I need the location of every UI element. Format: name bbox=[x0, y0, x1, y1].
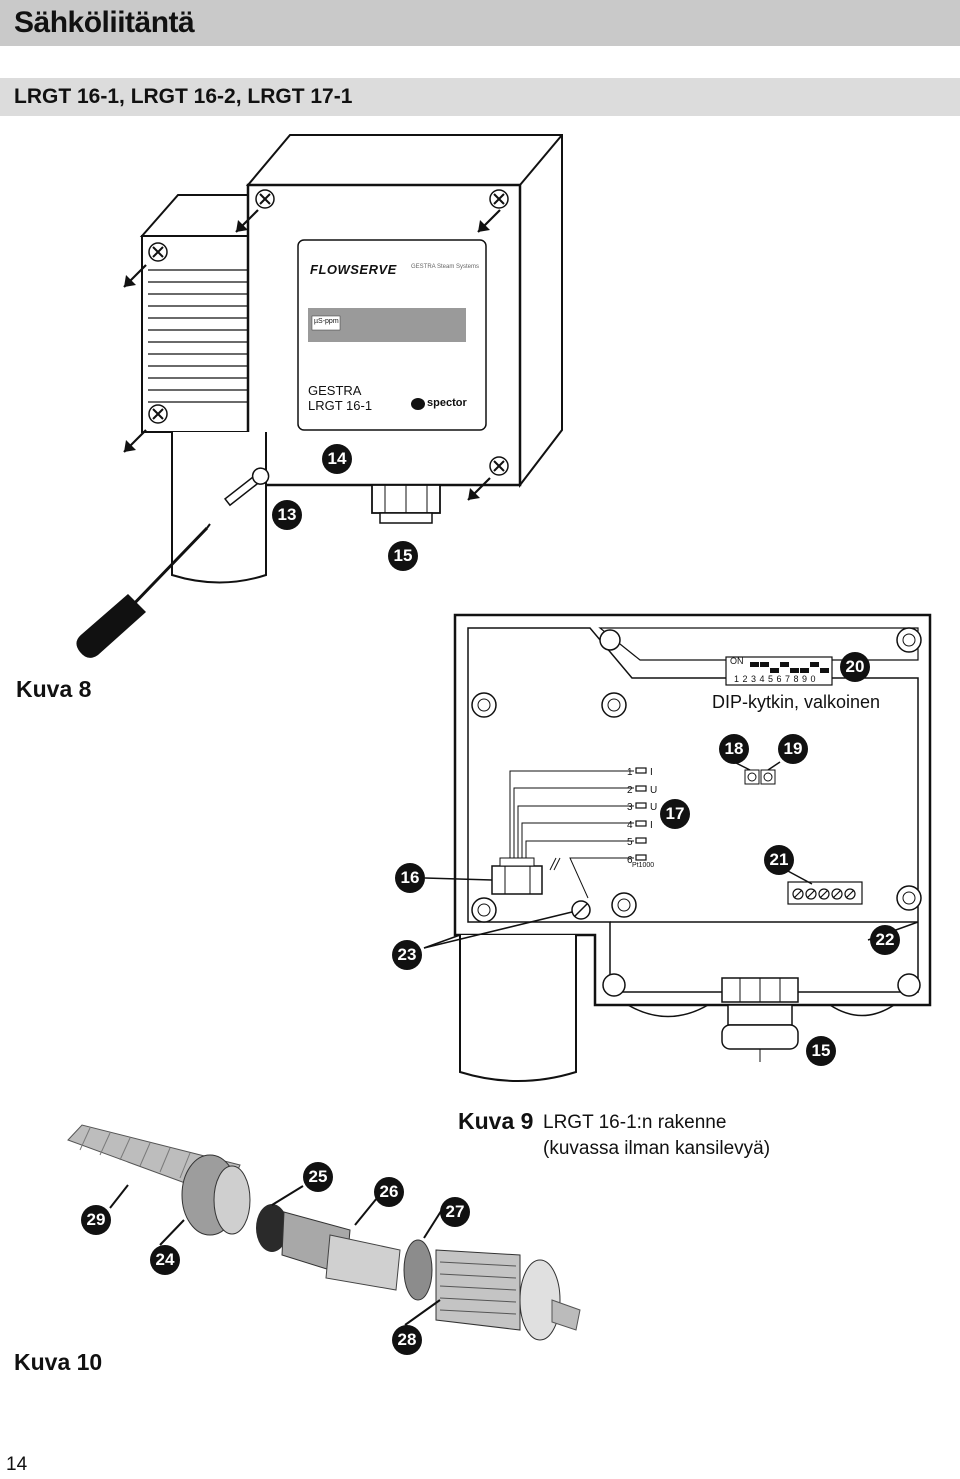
model-name: LRGT 16-1 bbox=[308, 398, 373, 413]
terminal-4: 4 bbox=[627, 819, 633, 831]
callout-15b: 15 bbox=[806, 1036, 836, 1066]
callout-15: 15 bbox=[388, 541, 418, 571]
terminal-letter-3: U bbox=[650, 802, 658, 813]
callout-16: 16 bbox=[395, 863, 425, 893]
terminal-2: 2 bbox=[627, 784, 633, 796]
section-title: LRGT 16-1, LRGT 16-2, LRGT 17-1 bbox=[14, 85, 353, 108]
terminal-letter-2: U bbox=[650, 784, 658, 796]
spector-logo: spector bbox=[427, 397, 467, 409]
figure8-caption: Kuva 8 bbox=[16, 676, 92, 702]
terminal-6: 6 bbox=[627, 854, 633, 866]
callout-18: 18 bbox=[719, 734, 749, 764]
figure9-terminal-box bbox=[423, 613, 932, 1082]
terminal-1: 1 bbox=[627, 767, 633, 778]
figure10-cable-gland bbox=[67, 1124, 581, 1341]
figure10-caption: Kuva 10 bbox=[14, 1349, 103, 1375]
figure9-caption-line1: LRGT 16-1:n rakenne bbox=[543, 1112, 727, 1133]
page-header-bar: Sähköliitäntä bbox=[0, 0, 960, 46]
flowserve-logo: FLOWSERVE bbox=[310, 262, 397, 277]
callout-29: 29 bbox=[81, 1205, 111, 1235]
callout-22: 22 bbox=[870, 925, 900, 955]
figure9-caption-bold: Kuva 9 bbox=[458, 1108, 534, 1134]
terminal-numbers: 1 2 3 4 5 6 bbox=[627, 764, 633, 869]
callout-19: 19 bbox=[778, 734, 808, 764]
figure9-caption-line2: (kuvassa ilman kansilevyä) bbox=[543, 1138, 771, 1159]
callout-21: 21 bbox=[764, 845, 794, 875]
callout-27: 27 bbox=[440, 1197, 470, 1227]
brand-subtitle: GESTRA Steam Systems bbox=[411, 264, 480, 270]
display-unit-label: µS-ppm bbox=[314, 318, 339, 325]
callout-26: 26 bbox=[374, 1177, 404, 1207]
page-title: Sähköliitäntä bbox=[14, 6, 195, 39]
callout-24: 24 bbox=[150, 1245, 180, 1275]
model-brand: GESTRA bbox=[308, 383, 362, 398]
terminal-letters: I U U I bbox=[650, 764, 657, 834]
callout-28: 28 bbox=[392, 1325, 422, 1355]
dip-switch-label: DIP-kytkin, valkoinen bbox=[712, 692, 881, 712]
callout-25: 25 bbox=[303, 1162, 333, 1192]
pt1000-label: Pt1000 bbox=[632, 862, 655, 869]
callout-23: 23 bbox=[392, 940, 422, 970]
callout-14: 14 bbox=[322, 444, 352, 474]
terminal-3: 3 bbox=[627, 802, 633, 813]
page-number: 14 bbox=[6, 1454, 28, 1475]
callout-13: 13 bbox=[272, 500, 302, 530]
terminal-letter-1: I bbox=[650, 767, 653, 778]
terminal-5: 5 bbox=[627, 837, 633, 848]
dip-numbers: 1 2 3 4 5 6 7 8 9 0 bbox=[734, 674, 817, 684]
dip-on-label: ON bbox=[730, 656, 744, 666]
callout-20: 20 bbox=[840, 652, 870, 682]
terminal-letter-4: I bbox=[650, 819, 653, 831]
callout-17: 17 bbox=[660, 799, 690, 829]
figure8-housing bbox=[76, 134, 563, 658]
section-header-bar: LRGT 16-1, LRGT 16-2, LRGT 17-1 bbox=[0, 78, 960, 116]
